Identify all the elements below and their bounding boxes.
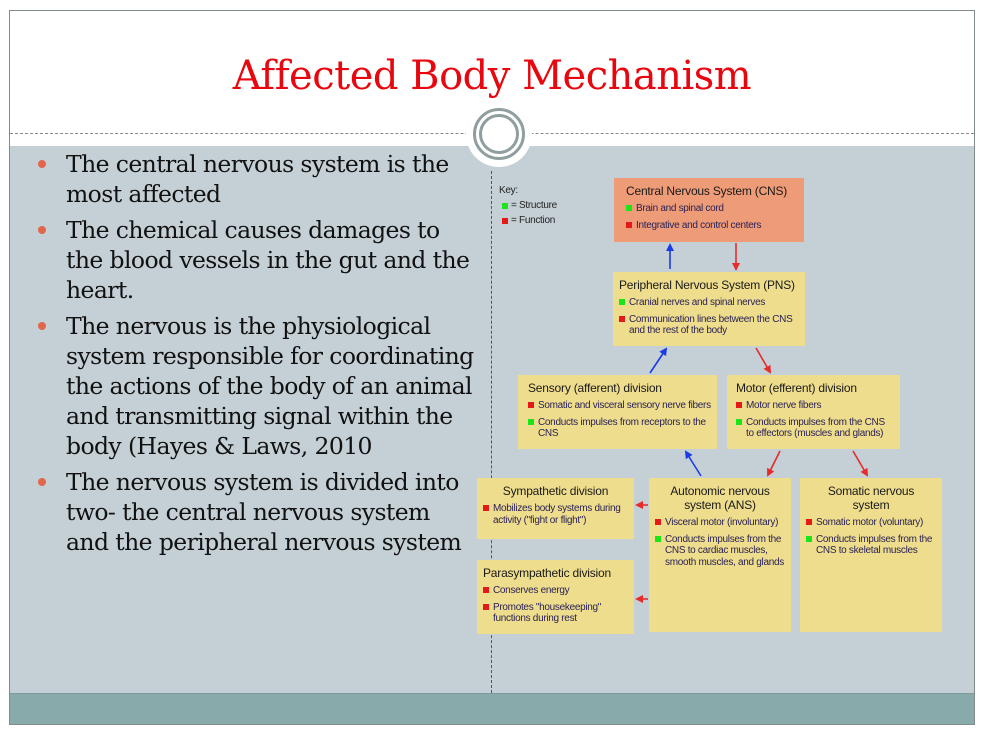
diagram-key: Key: = Structure = Function [499, 183, 557, 228]
structure-square-icon [619, 299, 625, 305]
box-item: Communication lines between the CNS and … [619, 314, 799, 337]
box-title: Sympathetic division [502, 484, 609, 498]
function-square-icon [502, 218, 508, 224]
circle-ornament-inner [479, 114, 519, 154]
box-item-text: Visceral motor (involuntary) [665, 517, 779, 528]
bullet-item: The central nervous system is the most a… [36, 149, 476, 209]
box-item-text: Brain and spinal cord [636, 203, 724, 214]
bullet-text: The central nervous system is the most a… [66, 150, 449, 208]
bullet-dot-icon [38, 478, 46, 486]
cns-box: Central Nervous System (CNS) Brain and sp… [614, 178, 804, 242]
box-item-text: Motor nerve fibers [746, 400, 822, 411]
box-title: Motor (efferent) division [736, 381, 857, 395]
key-function-label: = Function [511, 215, 555, 226]
slide: Affected Body Mechanism The central nerv… [9, 10, 975, 725]
ans-box: Autonomic nervous system (ANS) Visceral m… [649, 478, 791, 632]
box-item-text: Somatic and visceral sensory nerve fiber… [538, 400, 711, 411]
structure-square-icon [736, 418, 742, 425]
key-structure: = Structure [499, 198, 557, 213]
function-square-icon [528, 402, 534, 408]
box-item: Cranial nerves and spinal nerves [619, 297, 799, 309]
arrow-ans-to-sensory [684, 450, 702, 477]
box-item: Visceral motor (involuntary) [655, 517, 785, 529]
box-item: Motor nerve fibers [736, 400, 894, 412]
nervous-system-diagram: Key: = Structure = Function Central Nerv… [10, 11, 974, 724]
box-item-text: Integrative and control centers [636, 219, 762, 231]
box-item-text: Conducts impulses from the CNS to skelet… [816, 533, 933, 557]
box-title: Central Nervous System (CNS) [626, 184, 788, 198]
function-square-icon [619, 315, 625, 322]
function-square-icon [806, 519, 812, 525]
box-item-text: Somatic motor (voluntary) [816, 517, 923, 528]
box-item-text: Conducts impulses from the CNS to cardia… [665, 533, 784, 568]
box-item: Promotes "housekeeping" functions during… [483, 602, 628, 625]
box-item-text: Cranial nerves and spinal nerves [629, 297, 766, 308]
box-item-text: Conducts impulses from receptors to the … [538, 416, 706, 440]
slide-title: Affected Body Mechanism [232, 53, 752, 99]
box-item: Conducts impulses from the CNS to effect… [736, 417, 894, 440]
function-square-icon [626, 221, 632, 228]
box-title: Parasympathetic division [483, 566, 611, 580]
box-title: Peripheral Nervous System (PNS) [619, 278, 795, 292]
box-item: Mobilizes body systems during activity (… [483, 503, 628, 526]
box-item-text: Promotes "housekeeping" functions during… [493, 601, 602, 625]
footer-bar [10, 693, 974, 724]
box-item: Somatic and visceral sensory nerve fiber… [528, 400, 711, 412]
box-item: Conducts impulses from the CNS to skelet… [806, 534, 936, 557]
function-square-icon [736, 402, 742, 408]
function-square-icon [483, 603, 489, 610]
structure-square-icon [502, 203, 508, 209]
bullet-item: The nervous system is divided into two- … [36, 467, 476, 557]
arrow-pns-to-motor [755, 347, 772, 374]
box-title: Somatic nervous system [827, 484, 915, 512]
bullet-list: The central nervous system is the most a… [36, 149, 476, 563]
bullet-text: The nervous system is divided into two- … [66, 468, 462, 556]
box-item: Brain and spinal cord [626, 203, 798, 215]
box-item-text: Conducts impulses from the CNS to effect… [746, 416, 885, 440]
box-item-text: Communication lines between the CNS and … [629, 313, 793, 337]
arrow-motor-to-somatic [852, 450, 869, 477]
pns-box: Peripheral Nervous System (PNS) Cranial n… [613, 272, 805, 346]
arrow-sensory-to-pns [649, 347, 668, 374]
column-divider [491, 171, 492, 693]
box-title: Autonomic nervous system (ANS) [670, 484, 770, 512]
box-item: Integrative and control centers [626, 220, 798, 232]
circle-ornament-icon [473, 108, 525, 160]
structure-square-icon [528, 418, 534, 425]
function-square-icon [655, 519, 661, 525]
box-item: Conducts impulses from receptors to the … [528, 417, 711, 440]
box-title: Sensory (afferent) division [528, 381, 662, 395]
key-title: Key: [499, 185, 518, 196]
structure-square-icon [806, 535, 812, 542]
arrow-motor-to-ans [767, 450, 781, 477]
box-item: Somatic motor (voluntary) [806, 517, 936, 529]
bullet-item: The nervous is the physiological system … [36, 311, 476, 461]
bullet-item: The chemical causes damages to the blood… [36, 215, 476, 305]
structure-square-icon [655, 535, 661, 542]
structure-square-icon [626, 205, 632, 211]
bullet-dot-icon [38, 160, 46, 168]
key-structure-label: = Structure [511, 200, 557, 211]
box-item: Conserves energy [483, 585, 628, 597]
bullet-dot-icon [38, 226, 46, 234]
box-item-text: Conserves energy [493, 585, 570, 596]
bullet-dot-icon [38, 322, 46, 330]
box-item: Conducts impulses from the CNS to cardia… [655, 534, 785, 569]
key-function: = Function [499, 213, 557, 228]
box-item-text: Mobilizes body systems during activity (… [493, 503, 621, 526]
function-square-icon [483, 587, 489, 593]
function-square-icon [483, 505, 489, 511]
bullet-text: The nervous is the physiological system … [66, 312, 474, 460]
bullet-text: The chemical causes damages to the blood… [66, 216, 470, 304]
